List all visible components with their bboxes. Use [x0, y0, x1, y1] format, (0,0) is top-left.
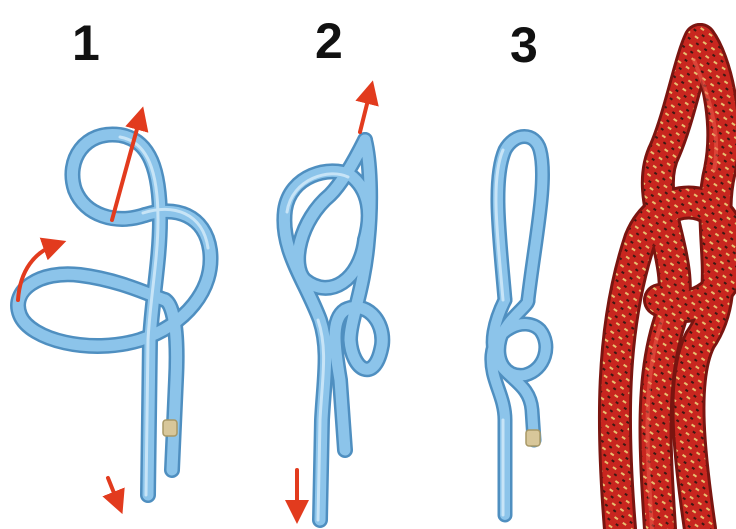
step-3-rope	[492, 137, 546, 516]
climbing-rope-photo	[615, 40, 731, 529]
direction-arrow-icon	[108, 478, 118, 503]
step-1-rope	[18, 134, 210, 495]
step-2-rope	[284, 140, 382, 520]
direction-arrow-icon	[360, 92, 370, 132]
